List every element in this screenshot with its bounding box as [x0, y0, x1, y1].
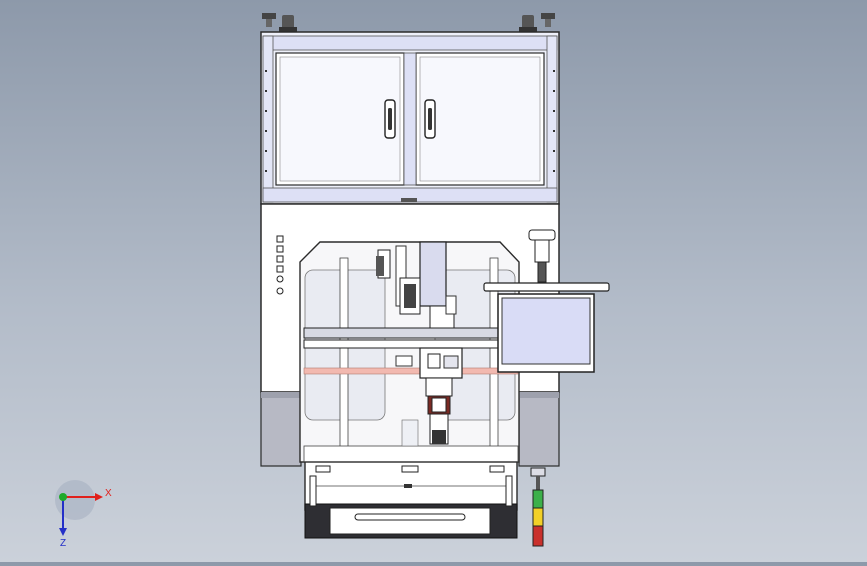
status-light-red: [532, 525, 544, 547]
control-button-column[interactable]: [276, 235, 284, 295]
z-axis-label: Z: [60, 538, 66, 549]
top-caster-left: [262, 13, 297, 33]
y-axis-dot: [59, 493, 67, 501]
status-light-tower: [530, 467, 546, 547]
door-handle-left[interactable]: [384, 99, 396, 139]
monitor-arm[interactable]: [483, 229, 610, 292]
status-light-green: [532, 489, 544, 509]
x-axis-label: X: [105, 488, 112, 499]
top-caster-right: [519, 13, 555, 33]
upper-cabinet: [260, 13, 560, 205]
monitor[interactable]: [497, 293, 595, 373]
orientation-triad: X Z: [55, 480, 112, 549]
bottom-drawer[interactable]: [304, 461, 518, 539]
door-handle-right[interactable]: [424, 99, 436, 139]
status-light-yellow: [532, 507, 544, 527]
lower-body: [260, 203, 560, 467]
